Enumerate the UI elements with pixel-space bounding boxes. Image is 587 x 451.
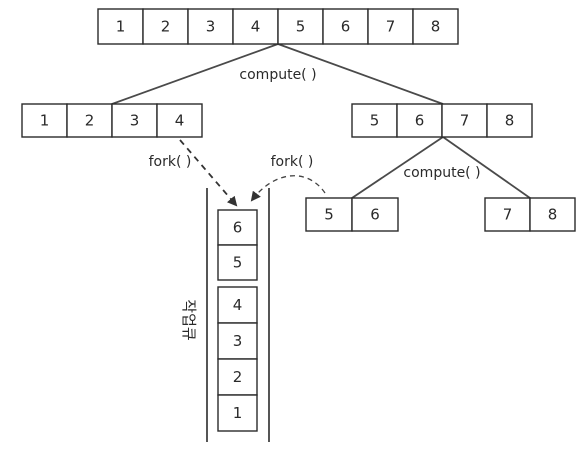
pair-56-value: 6 — [370, 206, 380, 224]
top-array-cell — [142, 8, 189, 45]
edge-right-to-pair78 — [442, 136, 531, 199]
fork-arrow-right — [250, 175, 326, 202]
right-half-value: 7 — [460, 112, 470, 130]
top-array-value: 4 — [251, 18, 261, 36]
compute-label-top: compute( ) — [239, 67, 316, 83]
queue-lower-value: 1 — [233, 404, 243, 422]
left-half-value: 3 — [130, 112, 140, 130]
queue-lower-block: 4 3 2 1 — [217, 286, 258, 432]
queue-lower-value: 2 — [233, 368, 243, 386]
top-array-value: 1 — [116, 18, 126, 36]
top-array-value: 6 — [341, 18, 351, 36]
queue-lower-value: 3 — [233, 332, 243, 350]
top-array-value: 8 — [431, 18, 441, 36]
top-array-value: 7 — [386, 18, 396, 36]
compute-label-right: compute( ) — [403, 165, 480, 181]
tree-edges — [111, 43, 531, 199]
queue-upper-block: 65 — [217, 209, 258, 281]
left-half-value: 4 — [175, 112, 185, 130]
fork-arrow-left — [179, 139, 238, 207]
left-half-array: 1 2 3 4 — [21, 103, 203, 138]
queue-lower-cell — [217, 286, 258, 324]
pair-78-cell — [529, 197, 576, 232]
top-array-value: 2 — [161, 18, 171, 36]
pair-56-cell — [351, 197, 399, 232]
top-array-value: 5 — [296, 18, 306, 36]
pair-56-value: 5 — [324, 206, 334, 224]
fork-label-right: fork( ) — [271, 154, 314, 170]
top-array-value: 3 — [206, 18, 216, 36]
left-half-value: 1 — [40, 112, 50, 130]
queue-lower-value: 4 — [233, 296, 243, 314]
queue-upper-value: 5 — [233, 254, 243, 272]
left-half-value: 2 — [85, 112, 95, 130]
queue-lower-cell — [217, 394, 258, 432]
pair-78-cell — [484, 197, 531, 232]
top-array-cell — [322, 8, 369, 45]
queue-upper-cell — [217, 244, 258, 281]
fork-label-left: fork( ) — [149, 154, 192, 170]
pair-78-value: 8 — [548, 206, 558, 224]
queue-lower-cell — [217, 322, 258, 360]
top-array-cell — [97, 8, 144, 45]
right-half-value: 5 — [370, 112, 380, 130]
right-half-cell — [486, 103, 533, 138]
left-half-cell — [66, 103, 113, 138]
left-half-cell — [156, 103, 203, 138]
edge-right-to-pair56 — [351, 136, 444, 199]
queue-lower-cell — [217, 358, 258, 396]
right-half-value: 8 — [505, 112, 515, 130]
edge-top-to-right — [277, 43, 444, 105]
right-half-array: 5 6 7 8 — [351, 103, 533, 138]
right-half-cell — [351, 103, 398, 138]
top-array-cell — [232, 8, 279, 45]
left-half-cell — [111, 103, 158, 138]
top-array-cell — [187, 8, 234, 45]
queue-upper-value: 6 — [233, 219, 243, 237]
top-array-cell — [412, 8, 459, 45]
queue-upper-cell — [217, 209, 258, 246]
queue-title: 작업큐 — [180, 299, 198, 340]
top-array: 1 2 3 4 5 6 7 8 — [97, 8, 459, 45]
right-half-value: 6 — [415, 112, 425, 130]
edge-top-to-left — [111, 43, 279, 105]
pair-78-value: 7 — [503, 206, 513, 224]
